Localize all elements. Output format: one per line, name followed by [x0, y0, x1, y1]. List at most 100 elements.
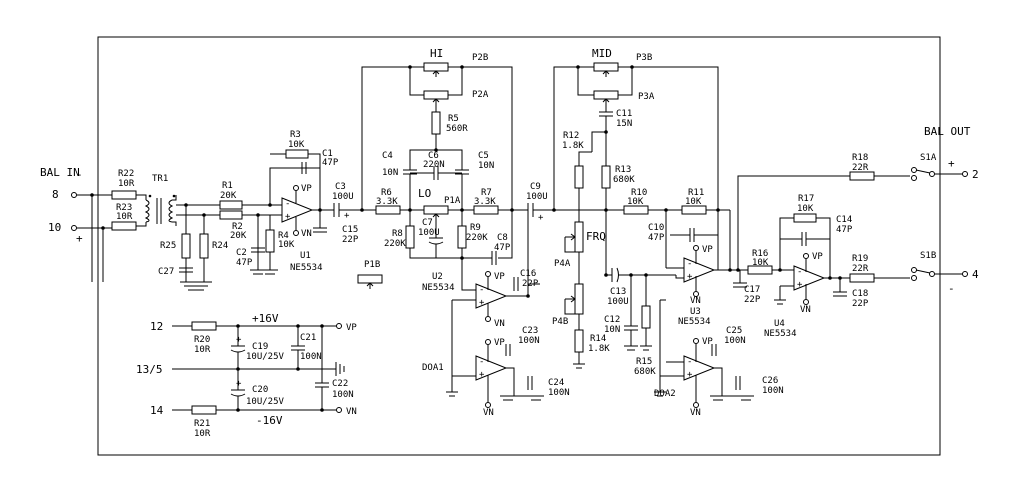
tr1-secondary-coil — [168, 199, 174, 223]
doa2-minus: - — [687, 357, 692, 367]
p2a-label: P2A — [472, 90, 489, 100]
r16-to-u4 — [772, 217, 794, 271]
tr1-dot-primary — [148, 194, 152, 198]
u3-vn: VN — [690, 296, 701, 306]
doa1-vn-terminal — [485, 402, 491, 408]
u4-label: U4 — [774, 319, 785, 329]
r1-r2-wires — [242, 167, 308, 270]
c1-label: C1 — [322, 149, 333, 159]
opamp-u1 — [281, 197, 314, 223]
tr1-label: TR1 — [152, 174, 168, 184]
p1b-wiper — [366, 282, 374, 289]
c25-label: C25 — [726, 326, 742, 336]
p1a-wiper — [432, 213, 440, 220]
doa2-plus: + — [687, 370, 693, 380]
u2-plus: + — [479, 298, 485, 308]
r12-wire — [578, 151, 592, 222]
input-plus-sign: + — [76, 232, 83, 245]
r23-label: R23 — [116, 203, 132, 213]
c24-value: 100N — [548, 388, 570, 398]
r20-label: R20 — [194, 335, 210, 345]
resistor-r4 — [265, 229, 275, 253]
r14-label: R14 — [590, 334, 606, 344]
r12-label: R12 — [563, 131, 579, 141]
resistor-r12 — [574, 165, 584, 189]
c10-plates — [689, 228, 695, 242]
r2-label: R2 — [232, 222, 243, 232]
c3-plus: + — [344, 211, 350, 221]
c11-label: C11 — [616, 109, 632, 119]
r18-label: R18 — [852, 153, 868, 163]
c13-value: 100U — [607, 297, 629, 307]
resistor-r7 — [473, 205, 499, 215]
c9-plates — [527, 203, 534, 217]
tr1-primary-coil — [144, 199, 150, 223]
r18-value: 22R — [852, 163, 869, 173]
u1-feedback-wires — [270, 153, 321, 210]
c2-plates — [251, 247, 265, 270]
ground-symbol-doa1 — [446, 376, 458, 397]
r4-label: R4 — [278, 231, 289, 241]
c3-label: C3 — [335, 182, 346, 192]
c19-plus: + — [236, 335, 242, 345]
r16-value: 10K — [752, 258, 769, 268]
pot-p2b — [423, 62, 449, 72]
u1-vn: VN — [301, 229, 312, 239]
r18-feed-wire — [737, 175, 850, 270]
c27-plates — [179, 267, 193, 273]
c25-value: 100N — [724, 336, 746, 346]
s1b-common — [929, 271, 935, 277]
c26-plates — [735, 376, 741, 390]
pot-p2a — [423, 90, 449, 100]
u1-vn-terminal — [293, 230, 299, 236]
r8-label: R8 — [392, 229, 403, 239]
c23-label: C23 — [522, 326, 538, 336]
p4b-wiper — [564, 295, 579, 315]
doa2-vn: VN — [690, 408, 701, 418]
r6-label: R6 — [381, 188, 392, 198]
r3-value: 10K — [288, 140, 305, 150]
tr1-to-r1-r2 — [176, 204, 220, 282]
u3-minus: - — [687, 259, 692, 269]
doa1-vp-terminal — [485, 339, 491, 345]
doa2-wires — [659, 299, 746, 402]
pot-p1b — [357, 274, 383, 284]
c7-value: 100U — [418, 228, 440, 238]
c22-plates — [315, 326, 329, 410]
plus-16v-label: +16V — [252, 312, 279, 325]
c19-plates — [230, 326, 246, 369]
pin-14-label: 14 — [150, 404, 164, 417]
r1-value: 20K — [220, 191, 237, 201]
lo-label: LO — [418, 187, 431, 200]
c14-plates — [801, 232, 807, 246]
c16-plates — [513, 277, 519, 291]
r11-value: 10K — [685, 197, 702, 207]
pin-4-label: 4 — [972, 268, 979, 281]
c14-label: C14 — [836, 215, 852, 225]
r1-label: R1 — [222, 181, 233, 191]
ground-symbol-c23-c24 — [500, 395, 544, 401]
u1-label: U1 — [300, 251, 311, 261]
r17-value: 10K — [797, 204, 814, 214]
vp-terminal — [336, 323, 342, 329]
c4-label: C4 — [382, 151, 393, 161]
c8-label: C8 — [497, 233, 508, 243]
u1-output — [312, 209, 334, 228]
tr1-dot-secondary — [172, 194, 176, 198]
r6-value: 3.3K — [376, 197, 398, 207]
resistor-r6 — [375, 205, 401, 215]
tr1-core — [156, 198, 162, 224]
doa2-label: DOA2 — [654, 389, 676, 399]
r22-value: 10R — [118, 179, 135, 189]
pin-13-5-label: 13/5 — [136, 363, 163, 376]
pin-12-label: 12 — [150, 320, 163, 333]
u3-vn-terminal — [693, 291, 699, 297]
p2a-wiper — [432, 98, 440, 105]
resistor-r1 — [219, 200, 243, 210]
c23-plates — [505, 344, 511, 356]
power-rails — [172, 325, 336, 411]
c26-label: C26 — [762, 376, 778, 386]
ground-symbol-r15 — [640, 345, 652, 351]
s1b-label: S1B — [920, 251, 936, 261]
c7-label: C7 — [422, 218, 433, 228]
